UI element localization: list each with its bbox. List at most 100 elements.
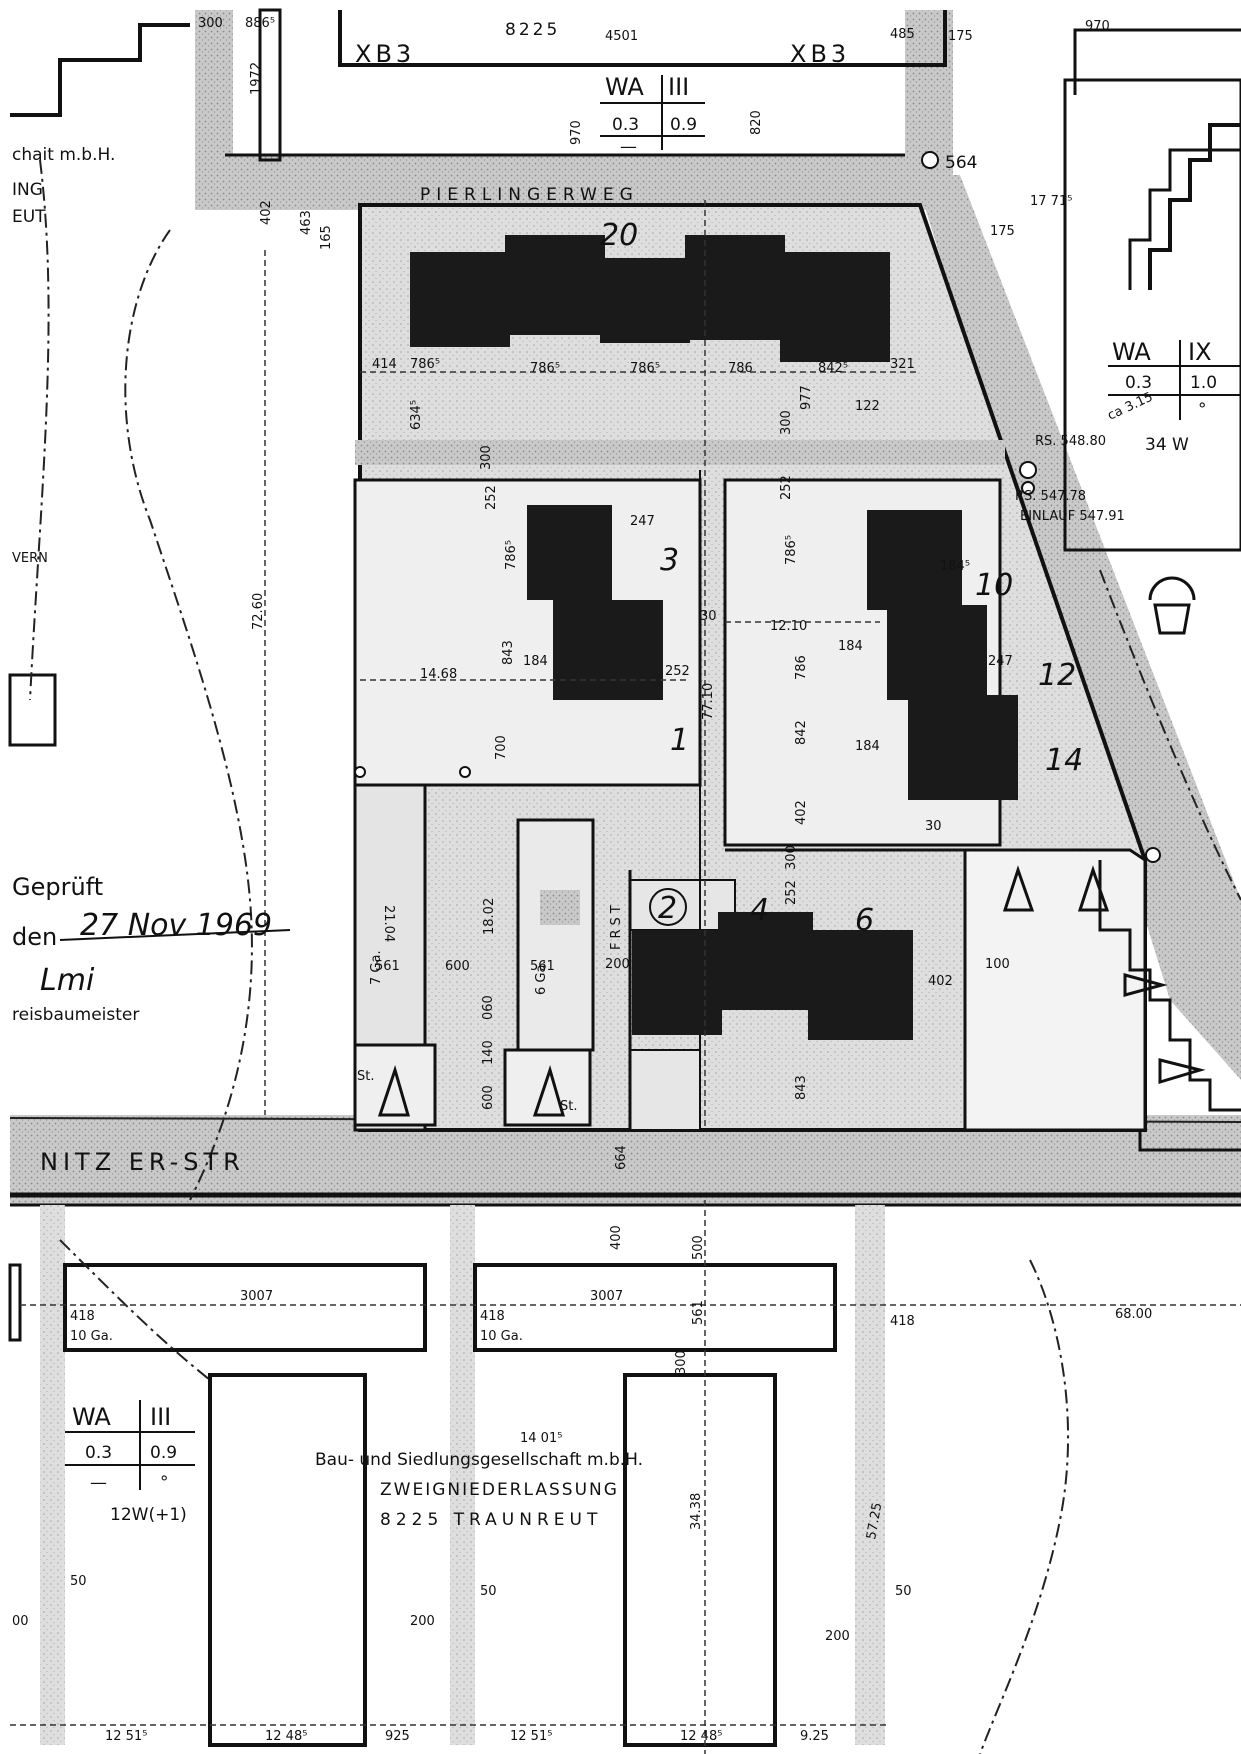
svg-text:12 48⁵: 12 48⁵ <box>265 1729 307 1744</box>
street-middle-label: NITZ ER-STR <box>40 1148 245 1176</box>
svg-text:165: 165 <box>319 225 334 250</box>
building-mid-right-2 <box>887 605 987 700</box>
svg-text:634⁵: 634⁵ <box>409 400 424 430</box>
svg-text:252: 252 <box>779 475 794 500</box>
street-labels: PIERLINGERWEG NITZ ER-STR FRST <box>40 185 639 1176</box>
svg-text:184: 184 <box>523 654 548 669</box>
svg-text:175: 175 <box>948 29 973 44</box>
svg-text:18.02: 18.02 <box>482 898 497 935</box>
svg-text:977: 977 <box>799 385 814 410</box>
road-top-left <box>195 10 233 210</box>
svg-text:8225 TRAUNREUT: 8225 TRAUNREUT <box>380 1510 602 1530</box>
svg-text:122: 122 <box>855 399 880 414</box>
svg-text:St.: St. <box>357 1069 374 1084</box>
svg-text:300: 300 <box>674 1350 689 1375</box>
svg-text:RS. 548.80: RS. 548.80 <box>1035 434 1106 449</box>
plot-numbers: 20 3 1 10 12 14 2 4 6 <box>600 218 1083 938</box>
svg-text:970: 970 <box>569 120 584 145</box>
approval-note: Geprüft den 27 Nov 1969 Lmi reisbaumeist… <box>12 873 291 1025</box>
svg-text:—: — <box>90 1473 107 1493</box>
svg-text:925: 925 <box>385 1729 410 1744</box>
svg-text:WA: WA <box>72 1403 111 1431</box>
svg-text:2: 2 <box>658 891 677 926</box>
svg-text:reisbaumeister: reisbaumeister <box>12 1005 139 1025</box>
svg-text:72.60: 72.60 <box>251 593 266 630</box>
svg-text:786⁵: 786⁵ <box>410 357 440 372</box>
svg-text:den: den <box>12 923 57 951</box>
dimension-numbers: 300 886⁵ 1972 970 820 485 175 970 17 71⁵… <box>12 16 1152 1744</box>
dimension-lines <box>10 200 1241 1754</box>
svg-text:500: 500 <box>691 1235 706 1260</box>
svg-text:12W(+1): 12W(+1) <box>110 1505 187 1525</box>
svg-text:4: 4 <box>750 893 769 928</box>
street-top-label: PIERLINGERWEG <box>420 185 639 205</box>
svg-text:3007: 3007 <box>240 1289 273 1304</box>
zone-table-bottom: WA III 0.3 0.9 — ° 12W(+1) <box>65 1400 195 1525</box>
trash-bin-icon <box>1148 576 1196 635</box>
svg-text:50: 50 <box>70 1574 87 1589</box>
svg-text:17 71⁵: 17 71⁵ <box>1030 194 1072 209</box>
svg-text:247: 247 <box>630 514 655 529</box>
neighbor-text: chait m.b.H. ING EUT VERN <box>12 145 115 566</box>
svg-text:786⁵: 786⁵ <box>630 361 660 376</box>
svg-text:21.04: 21.04 <box>381 905 396 942</box>
svg-text:786⁵: 786⁵ <box>530 361 560 376</box>
svg-text:843: 843 <box>501 640 516 665</box>
svg-text:418: 418 <box>480 1309 505 1324</box>
svg-text:600: 600 <box>481 1085 496 1110</box>
road-top <box>195 155 925 210</box>
garage-row-right <box>473 1263 837 1352</box>
building-mid-left-1 <box>527 505 612 600</box>
building-lower-right <box>623 1373 777 1747</box>
building-mid-right-3 <box>908 695 1018 800</box>
svg-text:561: 561 <box>375 959 400 974</box>
zone-top-header-dim: 4501 <box>605 29 638 44</box>
svg-text:10 Ga.: 10 Ga. <box>480 1329 523 1344</box>
building-lower-left <box>208 1373 367 1747</box>
zone-xb3-left: XB3 <box>355 40 415 68</box>
boundary-lines <box>29 159 1241 1754</box>
svg-text:184: 184 <box>855 739 880 754</box>
zone-table-right: WA IX 0.3 1.0 ° 34 W <box>1108 338 1241 455</box>
svg-text:060: 060 <box>481 995 496 1020</box>
svg-text:34 W: 34 W <box>1145 435 1189 455</box>
svg-text:300: 300 <box>784 845 799 870</box>
svg-text:VERN: VERN <box>12 551 48 566</box>
svg-text:321: 321 <box>890 357 915 372</box>
svg-text:418: 418 <box>70 1309 95 1324</box>
svg-text:561: 561 <box>691 1300 706 1325</box>
svg-text:chait m.b.H.: chait m.b.H. <box>12 145 115 165</box>
parking-triangles <box>377 865 1206 1117</box>
svg-text:12 48⁵: 12 48⁵ <box>680 1729 722 1744</box>
svg-text:WA: WA <box>1112 338 1151 366</box>
svg-text:252: 252 <box>484 485 499 510</box>
svg-text:°: ° <box>160 1473 169 1493</box>
garage-labels: 10 Ga. 10 Ga. 7 Ga. 6 Ga. St. St. <box>70 950 577 1344</box>
svg-text:1: 1 <box>670 723 689 758</box>
svg-text:843: 843 <box>794 1075 809 1100</box>
svg-text:300: 300 <box>479 445 494 470</box>
svg-text:14: 14 <box>1045 743 1083 778</box>
svg-text:Bau- und Siedlungsgesellschaft: Bau- und Siedlungsgesellschaft m.b.H. <box>315 1450 643 1470</box>
svg-text:0.9: 0.9 <box>150 1443 177 1463</box>
svg-text:WA: WA <box>605 73 644 101</box>
building-footprints <box>410 235 1018 1040</box>
neighbor-buildings-top <box>8 8 1241 747</box>
svg-text:664: 664 <box>614 1145 629 1170</box>
svg-text:175: 175 <box>990 224 1015 239</box>
svg-text:ING: ING <box>12 180 43 200</box>
survey-labels: RS. 548.80 RS. 547.78 EINLAUF 547.91 564… <box>945 153 1155 524</box>
svg-text:100: 100 <box>985 957 1010 972</box>
svg-text:50: 50 <box>480 1584 497 1599</box>
svg-text:III: III <box>668 73 689 101</box>
svg-text:°: ° <box>1198 400 1207 420</box>
svg-text:252: 252 <box>784 880 799 905</box>
svg-text:700: 700 <box>494 735 509 760</box>
svg-text:00: 00 <box>12 1614 29 1629</box>
svg-text:842: 842 <box>794 720 809 745</box>
svg-text:0.3: 0.3 <box>612 115 639 135</box>
building-bottom-1 <box>632 930 722 1035</box>
svg-text:1972: 1972 <box>249 62 264 95</box>
lower-blocks <box>8 1263 837 1747</box>
svg-text:0.9: 0.9 <box>670 115 697 135</box>
